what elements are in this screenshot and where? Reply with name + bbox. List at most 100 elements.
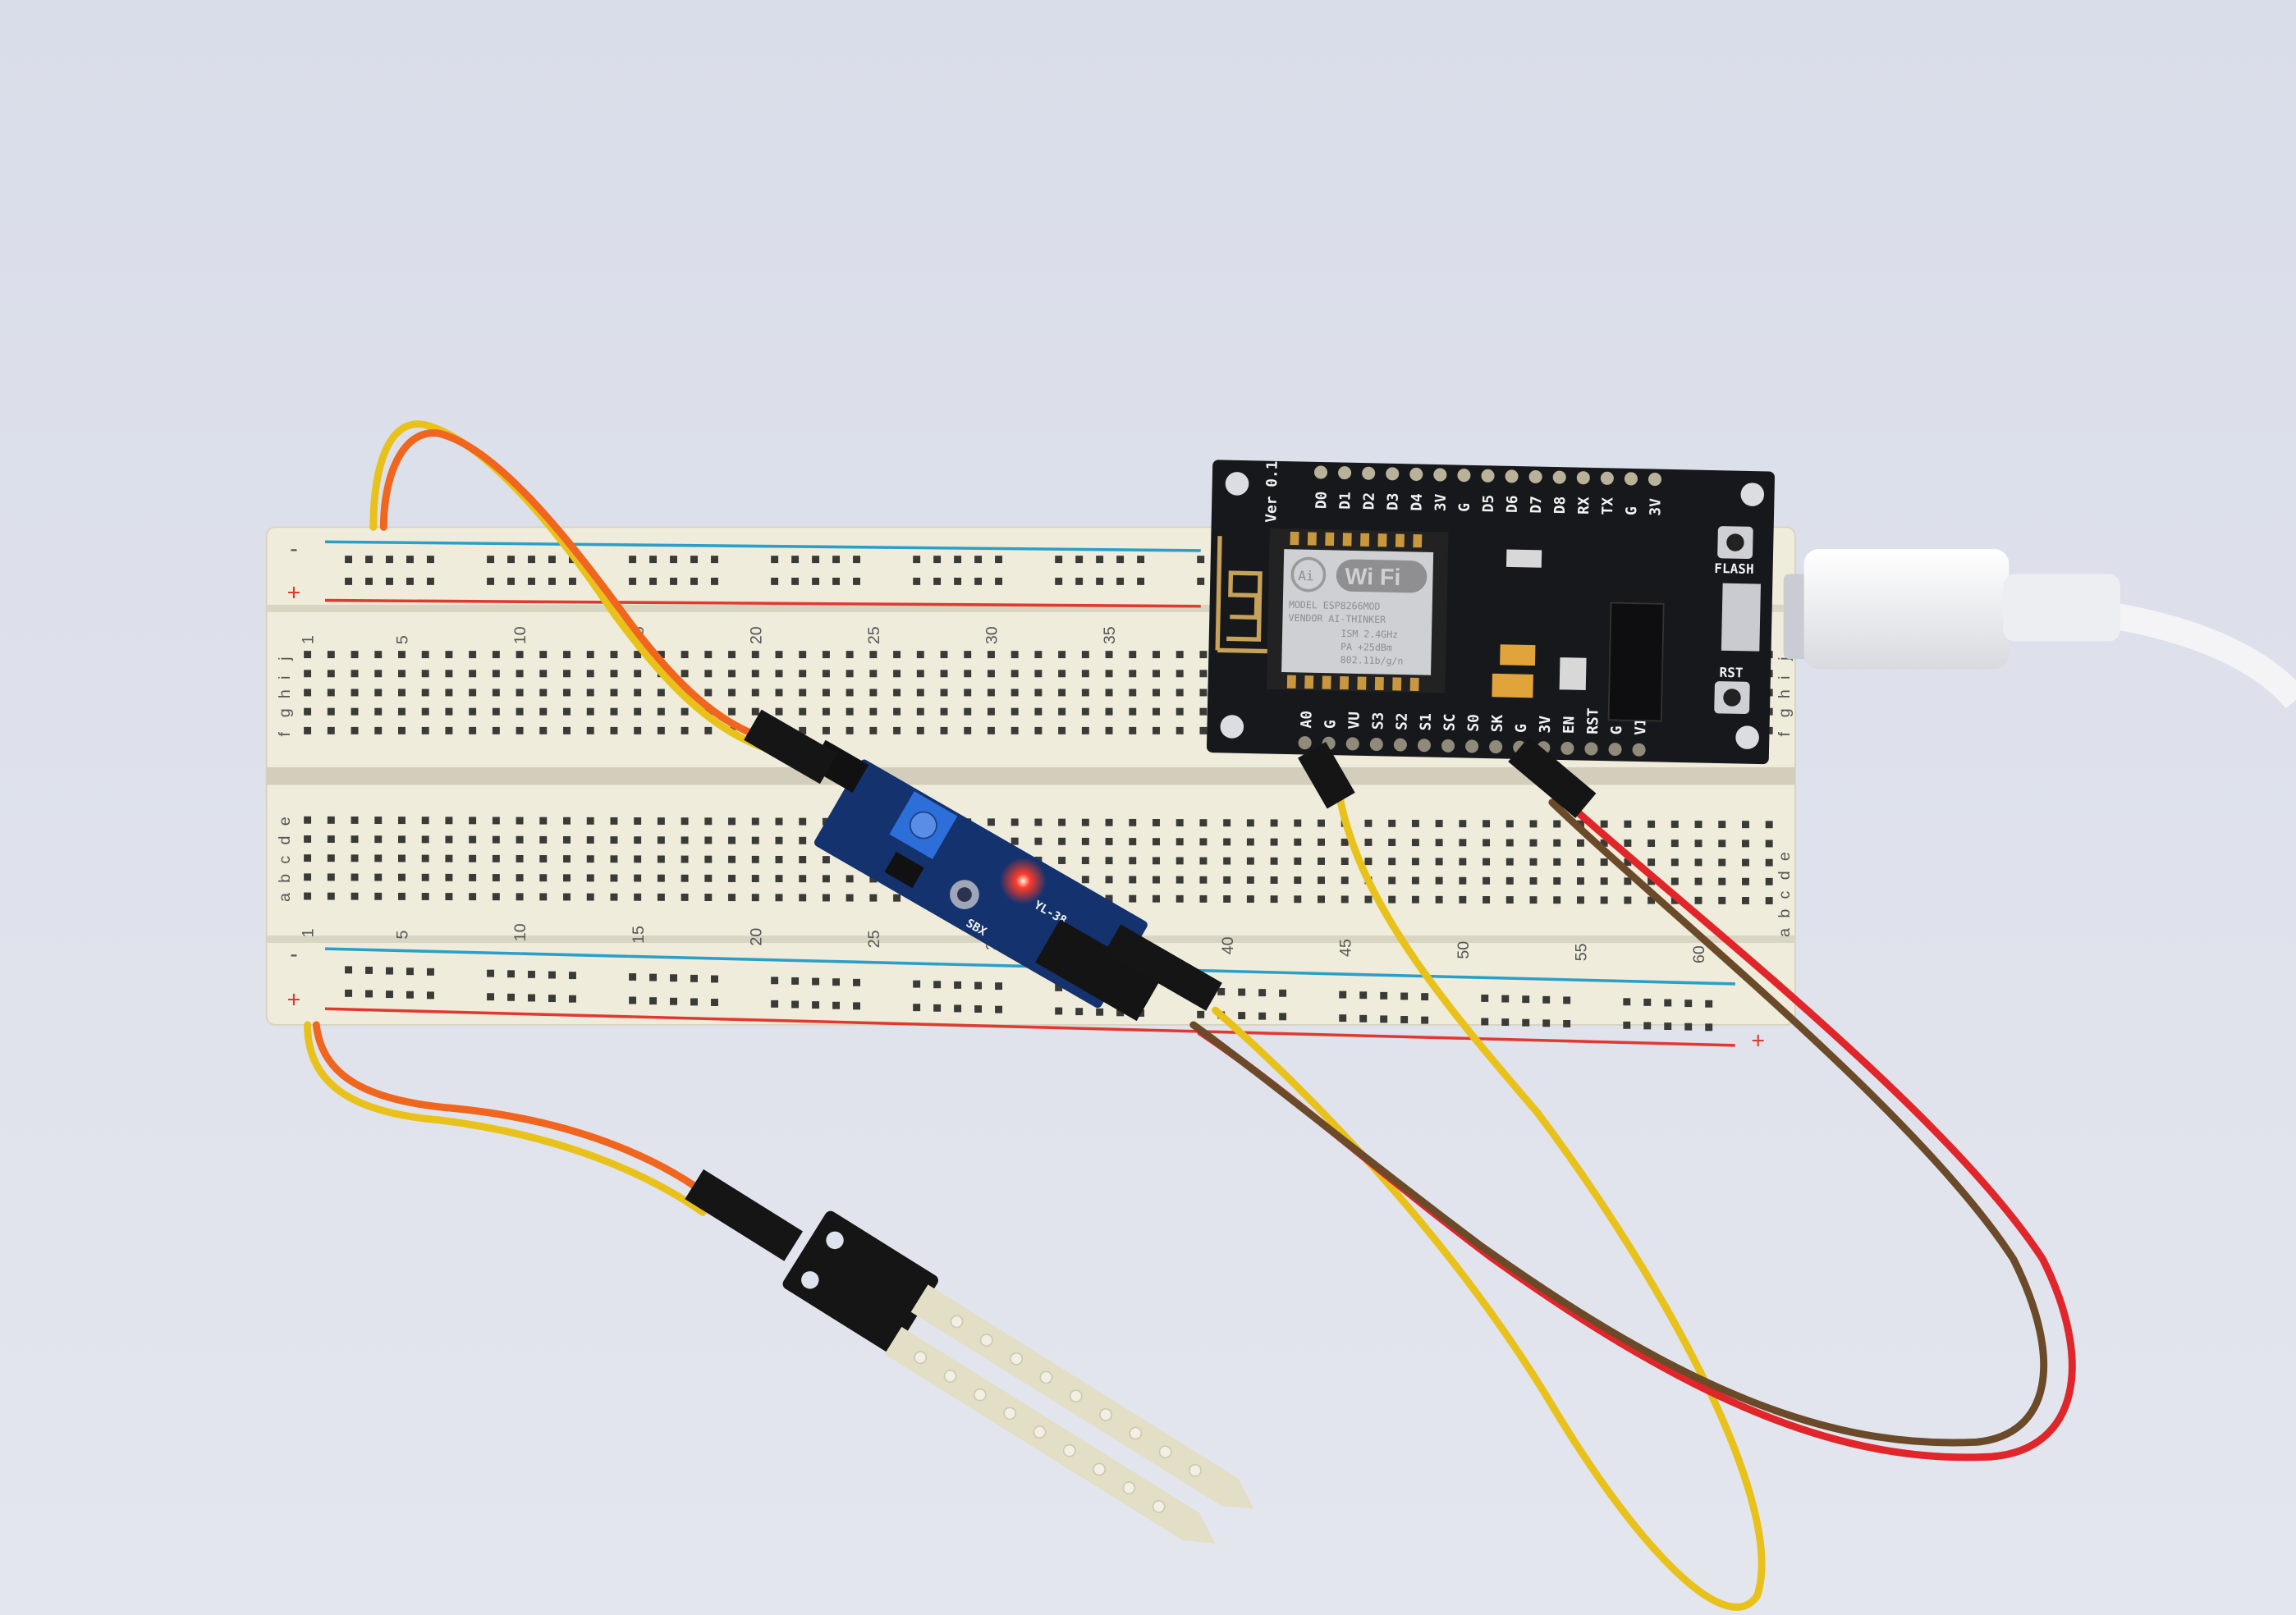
hole[interactable] [751, 689, 759, 697]
hole[interactable] [1411, 819, 1419, 827]
hole[interactable] [799, 836, 807, 844]
hole[interactable] [1105, 651, 1113, 659]
hole[interactable] [1129, 857, 1137, 865]
hole[interactable] [1435, 858, 1443, 866]
hole[interactable] [1105, 876, 1113, 884]
hole[interactable] [1270, 857, 1278, 865]
hole[interactable] [1742, 896, 1749, 904]
hole[interactable] [304, 892, 312, 900]
hole[interactable] [304, 707, 312, 716]
hole[interactable] [351, 892, 359, 900]
hole[interactable] [1742, 840, 1749, 848]
hole[interactable] [445, 707, 453, 716]
hole[interactable] [351, 689, 359, 697]
hole[interactable] [1388, 895, 1396, 904]
hole[interactable] [1600, 820, 1608, 828]
hole[interactable] [1529, 896, 1538, 904]
rail-hole[interactable] [853, 577, 860, 585]
hole[interactable] [704, 836, 713, 844]
hole[interactable] [1600, 877, 1608, 885]
rail-hole[interactable] [345, 966, 353, 974]
hole[interactable] [846, 651, 854, 659]
hole[interactable] [1553, 839, 1561, 847]
rail-hole[interactable] [406, 991, 414, 999]
rail-hole[interactable] [1705, 1000, 1713, 1008]
hole[interactable] [634, 707, 642, 716]
rail-hole[interactable] [345, 577, 353, 585]
hole[interactable] [1246, 838, 1254, 846]
hole[interactable] [563, 689, 571, 697]
hole[interactable] [445, 817, 453, 825]
hole[interactable] [893, 651, 901, 659]
rail-hole[interactable] [365, 966, 373, 974]
hole[interactable] [492, 707, 500, 716]
rail-hole[interactable] [426, 968, 434, 976]
rail-hole[interactable] [995, 556, 1003, 564]
rail-hole[interactable] [1481, 994, 1489, 1002]
rail-hole[interactable] [1421, 993, 1429, 1001]
hole[interactable] [421, 835, 429, 844]
hole[interactable] [1153, 651, 1160, 659]
hole[interactable] [1153, 670, 1160, 678]
hole[interactable] [492, 835, 500, 844]
rail-hole[interactable] [1197, 556, 1205, 564]
hole[interactable] [586, 651, 594, 659]
hole[interactable] [1199, 707, 1208, 716]
hole[interactable] [1011, 837, 1019, 845]
hole[interactable] [1505, 896, 1514, 904]
hole[interactable] [681, 893, 689, 901]
hole[interactable] [1505, 839, 1514, 847]
hole[interactable] [421, 707, 429, 716]
hole[interactable] [586, 726, 594, 734]
reset-button-cap[interactable] [1723, 689, 1741, 707]
hole[interactable] [1034, 670, 1043, 678]
hole[interactable] [1505, 820, 1514, 828]
hole[interactable] [1081, 818, 1089, 826]
rail-hole[interactable] [670, 997, 678, 1005]
hole[interactable] [492, 651, 500, 659]
hole[interactable] [751, 855, 759, 863]
hole[interactable] [1576, 820, 1584, 828]
rail-hole[interactable] [1380, 1015, 1388, 1023]
hole[interactable] [822, 707, 830, 716]
rail-hole[interactable] [853, 978, 860, 986]
hole[interactable] [1576, 858, 1584, 866]
hole[interactable] [869, 707, 878, 716]
hole[interactable] [610, 836, 618, 844]
hole[interactable] [940, 689, 948, 697]
hole[interactable] [1483, 876, 1491, 885]
hole[interactable] [1483, 820, 1491, 828]
hole[interactable] [728, 855, 736, 863]
hole[interactable] [799, 875, 807, 883]
hole[interactable] [775, 836, 783, 844]
hole[interactable] [610, 893, 618, 901]
hole[interactable] [374, 817, 383, 824]
hole[interactable] [1340, 858, 1349, 866]
hole[interactable] [539, 874, 548, 882]
hole[interactable] [563, 855, 571, 863]
hole[interactable] [657, 707, 665, 716]
hole[interactable] [1011, 707, 1019, 716]
hole[interactable] [1435, 895, 1443, 904]
rail-hole[interactable] [406, 968, 414, 976]
hole[interactable] [469, 651, 477, 659]
rail-hole[interactable] [365, 556, 373, 564]
hole[interactable] [751, 875, 759, 882]
rail-hole[interactable] [1116, 556, 1125, 564]
rail-hole[interactable] [649, 577, 658, 585]
hole[interactable] [728, 874, 736, 882]
rail-hole[interactable] [426, 556, 434, 564]
hole[interactable] [351, 816, 359, 824]
rail-hole[interactable] [629, 973, 637, 981]
rail-hole[interactable] [507, 970, 516, 978]
rail-hole[interactable] [1075, 1008, 1084, 1016]
hole[interactable] [469, 835, 477, 844]
hole[interactable] [421, 651, 429, 659]
rail-hole[interactable] [507, 577, 516, 585]
rail-hole[interactable] [954, 556, 962, 564]
hole[interactable] [469, 854, 477, 862]
hole[interactable] [1129, 818, 1137, 826]
rail-hole[interactable] [345, 556, 353, 564]
hole[interactable] [1718, 877, 1726, 885]
rail-hole[interactable] [1137, 577, 1145, 585]
